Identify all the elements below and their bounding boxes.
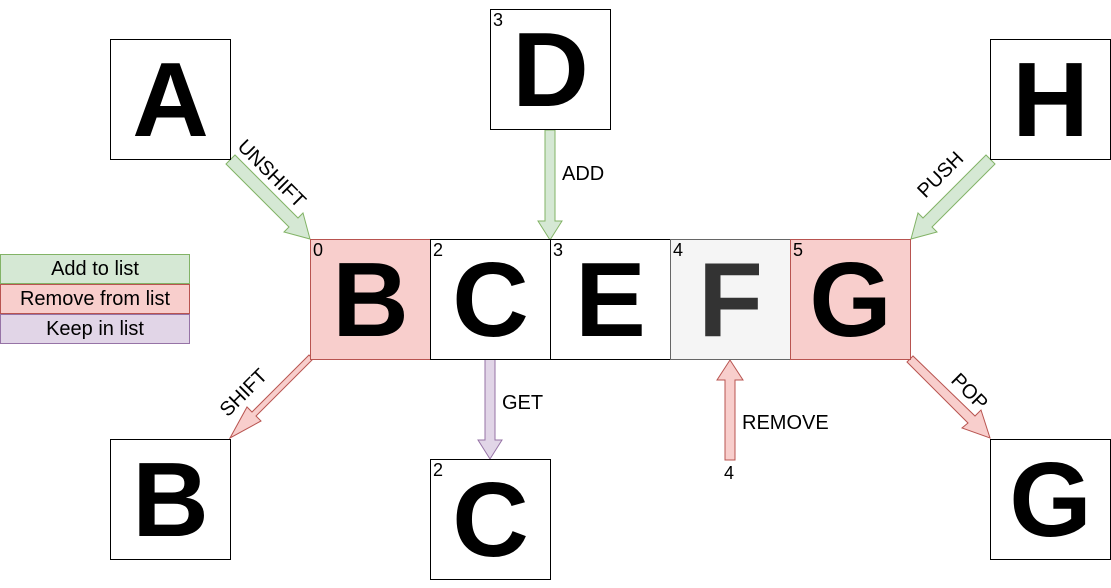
box-c-retrieved-index: 2 — [433, 460, 444, 480]
list-cell-c-index: 2 — [433, 240, 444, 260]
legend-remove-label: Remove from list — [19, 287, 171, 310]
list-cell-g-index: 5 — [793, 240, 804, 260]
box-d: 3 D — [490, 9, 611, 130]
get-arrow — [477, 358, 503, 460]
box-h: H — [990, 39, 1111, 160]
list-cell-c: 2 C — [430, 239, 551, 360]
legend-add-to-list: Add to list — [0, 254, 190, 284]
list-cell-e-letter: E — [575, 240, 646, 359]
list-cell-b-letter: B — [332, 240, 409, 359]
list-cell-b: 0 B — [310, 239, 431, 360]
box-b-removed: B — [110, 439, 231, 560]
box-d-index: 3 — [493, 10, 504, 30]
box-c-retrieved-letter: C — [452, 460, 529, 579]
box-g-removed: G — [990, 439, 1111, 560]
list-cell-c-letter: C — [452, 240, 529, 359]
list-cell-f: 4 F — [670, 239, 791, 360]
legend-keep-label: Keep in list — [46, 317, 144, 340]
add-label: ADD — [562, 163, 605, 185]
legend-add-label: Add to list — [51, 257, 139, 280]
unshift-arrow — [225, 154, 311, 240]
box-g-removed-letter: G — [1009, 440, 1092, 559]
list-cell-b-index: 0 — [313, 240, 324, 260]
list-cell-f-letter: F — [698, 240, 763, 359]
list-cell-g: 5 G — [790, 239, 911, 360]
add-arrow — [537, 129, 563, 241]
remove-index-label: 4 — [724, 463, 735, 483]
pop-arrow — [906, 355, 991, 439]
get-label: GET — [502, 392, 544, 414]
list-cell-f-index: 4 — [673, 240, 684, 260]
legend-remove-from-list: Remove from list — [0, 284, 190, 314]
box-a-letter: A — [132, 40, 209, 159]
box-d-letter: D — [512, 10, 589, 129]
shift-arrow — [228, 354, 314, 440]
list-cell-e-index: 3 — [553, 240, 564, 260]
box-h-letter: H — [1012, 40, 1089, 159]
box-c-retrieved: 2 C — [430, 459, 551, 580]
remove-label: REMOVE — [742, 412, 829, 434]
remove-arrow — [716, 359, 744, 461]
list-cell-e: 3 E — [550, 239, 671, 360]
legend-keep-in-list: Keep in list — [0, 314, 190, 344]
box-b-removed-letter: B — [132, 440, 209, 559]
box-a: A — [110, 39, 231, 160]
list-cell-g-letter: G — [809, 240, 892, 359]
push-arrow — [910, 154, 996, 240]
